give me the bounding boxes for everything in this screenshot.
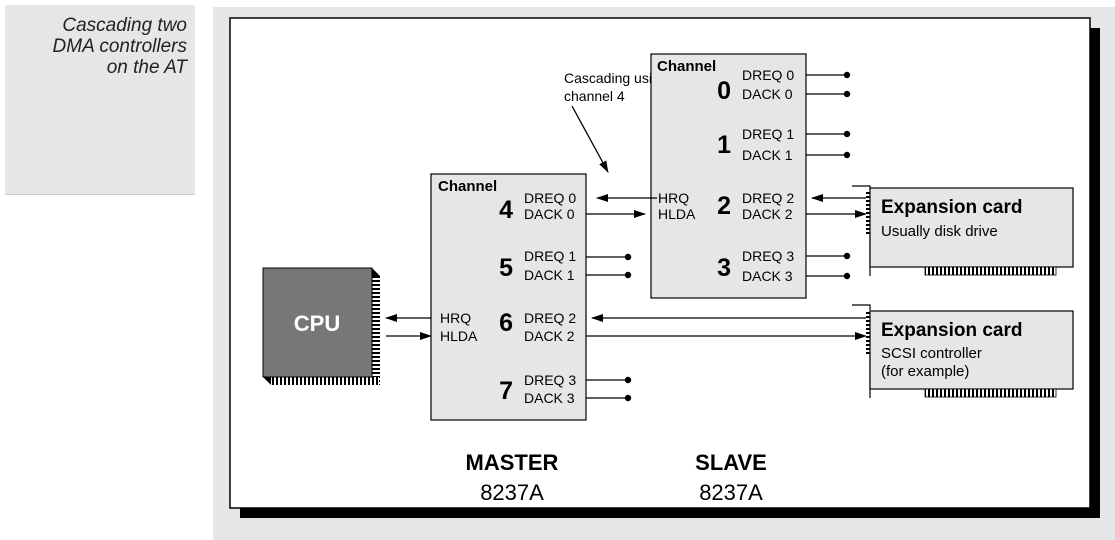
slave-box	[650, 53, 807, 299]
slave-controller: Channel HRQ HLDA 0 DREQ 0 DACK 0 1 DREQ …	[650, 53, 807, 299]
dreq-label: DREQ 3	[524, 372, 576, 388]
channel-number: 7	[499, 377, 513, 405]
dack-label: DACK 0	[742, 86, 793, 102]
channel-number: 1	[717, 131, 731, 159]
figure-caption: Cascading two DMA controllers on the AT	[5, 5, 195, 195]
channel-number: 0	[717, 77, 731, 105]
dreq-label: DREQ 1	[524, 248, 576, 264]
channel-number: 3	[717, 254, 731, 282]
cpu-body	[262, 267, 373, 378]
channel-number: 4	[499, 196, 513, 224]
dack-label: DACK 2	[524, 328, 575, 344]
dack-label: DACK 0	[524, 206, 575, 222]
dreq-label: DREQ 0	[742, 67, 794, 83]
master-controller: Channel HRQ HLDA 4 DREQ 0 DACK 0 5 DREQ …	[430, 173, 587, 421]
caption-line: Cascading two	[62, 15, 187, 36]
cpu-label: CPU	[294, 311, 340, 336]
dack-label: DACK 1	[742, 147, 793, 163]
caption-line: on the AT	[106, 57, 187, 78]
channel-number: 2	[717, 192, 731, 220]
dreq-label: DREQ 1	[742, 126, 794, 142]
dreq-label: DREQ 3	[742, 248, 794, 264]
dreq-label: DREQ 2	[524, 310, 576, 326]
cpu-chip: CPU	[262, 267, 380, 385]
card-title: Expansion card	[881, 320, 1023, 341]
unused-channel-stubs	[586, 71, 851, 402]
master-title: MASTER	[466, 450, 559, 475]
card-board	[869, 310, 1074, 390]
hrq-label: HRQ	[440, 310, 471, 326]
hlda-label: HLDA	[440, 328, 478, 344]
dack-label: DACK 3	[524, 390, 575, 406]
card-description: (for example)	[881, 363, 969, 380]
annotation-arrow	[571, 105, 609, 173]
card-bracket-pins	[866, 190, 871, 235]
dreq-label: DREQ 0	[524, 190, 576, 206]
expansion-card-1: Expansion card Usually disk drive	[852, 185, 1074, 276]
annotation-line: Cascading using	[564, 70, 668, 86]
card-description: Usually disk drive	[881, 223, 998, 240]
slave-part-number: 8237A	[699, 480, 763, 505]
card-title: Expansion card	[881, 197, 1023, 218]
card-description: SCSI controller	[881, 345, 982, 362]
annotation-line: channel 4	[564, 88, 625, 104]
hrq-label: HRQ	[658, 190, 689, 206]
card-board	[869, 187, 1074, 268]
channel-number: 6	[499, 309, 513, 337]
caption-line: DMA controllers	[52, 36, 187, 57]
channel-header: Channel	[657, 58, 716, 75]
card-bracket-pins	[866, 310, 871, 355]
slave-title: SLAVE	[695, 450, 767, 475]
cpu-pins	[372, 276, 380, 384]
master-part-number: 8237A	[480, 480, 544, 505]
dack-label: DACK 3	[742, 268, 793, 284]
hlda-label: HLDA	[658, 206, 696, 222]
card-edge-connector	[924, 388, 1057, 398]
cpu-pins	[271, 377, 379, 385]
expansion-card-2: Expansion card SCSI controller (for exam…	[852, 304, 1074, 398]
dack-label: DACK 2	[742, 206, 793, 222]
dreq-label: DREQ 2	[742, 190, 794, 206]
dack-label: DACK 1	[524, 267, 575, 283]
card-edge-connector	[924, 266, 1057, 276]
channel-header: Channel	[438, 178, 497, 195]
channel-number: 5	[499, 254, 513, 282]
master-box	[430, 173, 587, 421]
